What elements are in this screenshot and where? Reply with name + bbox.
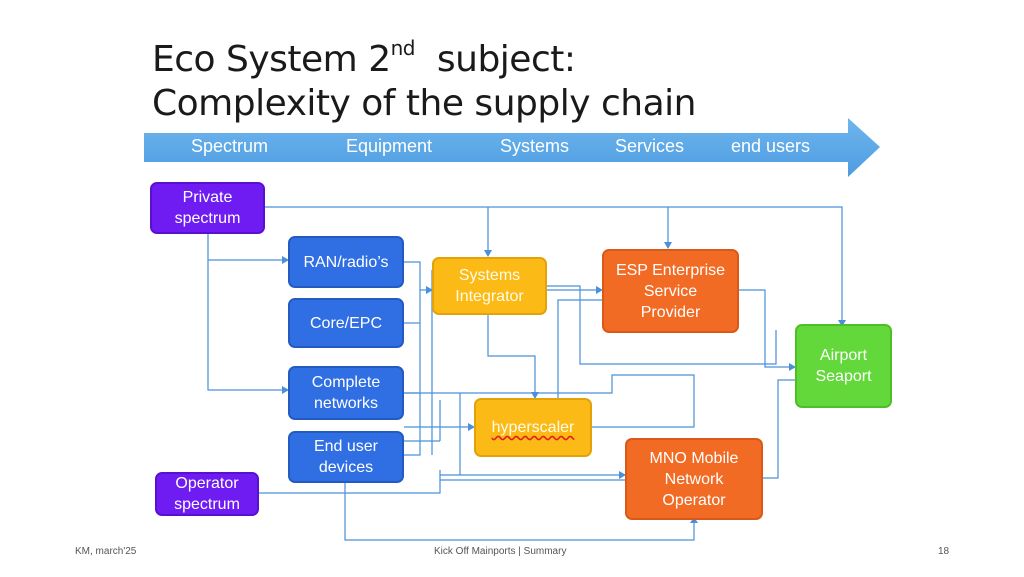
title-line-2: Complexity of the supply chain <box>152 83 696 124</box>
stage-equipment: Equipment <box>346 136 433 156</box>
footer-author: KM, march'25 <box>75 546 137 557</box>
stage-systems: Systems <box>500 136 570 156</box>
stage-end-users: end users <box>731 136 811 156</box>
ran-radios-box: RAN/radio’s <box>288 236 404 288</box>
slide-title: Eco System 2nd subject: Complexity of th… <box>152 26 696 126</box>
footer-page-number: 18 <box>938 546 950 557</box>
stage-spectrum: Spectrum <box>191 136 269 156</box>
title-line-1: Eco System 2nd subject: <box>152 36 576 80</box>
stage-services: Services <box>615 136 685 156</box>
footer-title: Kick Off Mainports | Summary <box>434 546 567 557</box>
core-epc-box: Core/EPC <box>288 298 404 348</box>
hyperscaler-box: hyperscaler <box>474 398 592 457</box>
